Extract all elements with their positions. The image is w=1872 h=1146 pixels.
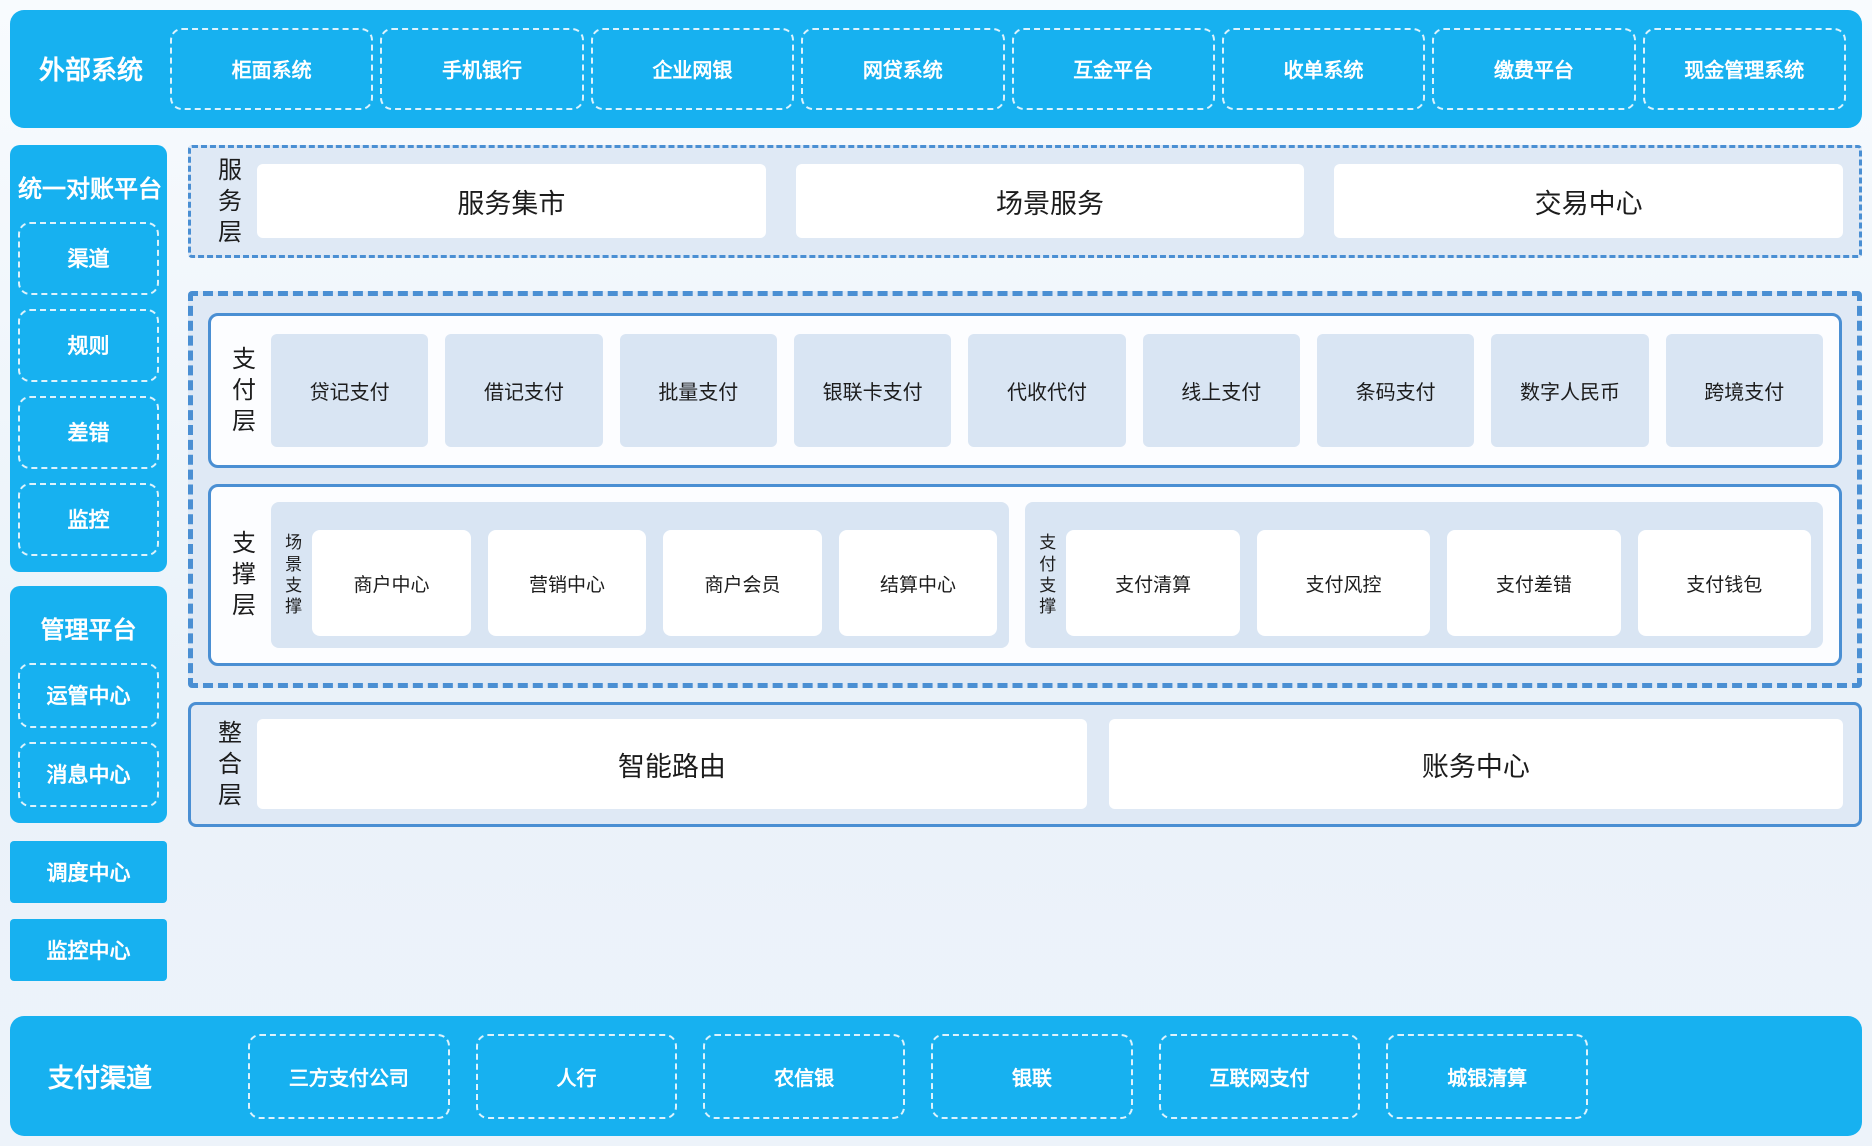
external-systems-title: 外部系统 (38, 55, 143, 86)
service-layer-row: 服务集市 场景服务 交易中心 (257, 164, 1844, 239)
payment-box: 贷记支付 (271, 333, 429, 447)
payment-box: 跨境支付 (1665, 333, 1823, 447)
scene-support-box: 商户会员 (663, 530, 822, 637)
payment-box: 线上支付 (1142, 333, 1300, 447)
payment-box: 批量支付 (619, 333, 777, 447)
scene-support-box: 商户中心 (312, 530, 471, 637)
management-items: 运管中心 消息中心 (18, 662, 159, 807)
payment-box: 借记支付 (445, 333, 603, 447)
integration-box: 账务中心 (1108, 719, 1843, 810)
payment-layer-container: 支付层 贷记支付 借记支付 批量支付 银联卡支付 代收代付 线上支付 条码支付 … (208, 312, 1842, 468)
payment-support-row: 支付清算 支付风控 支付差错 支付钱包 (1066, 513, 1811, 637)
external-system-box: 企业网银 (590, 27, 795, 110)
service-box: 场景服务 (795, 164, 1305, 239)
integration-box: 智能路由 (257, 719, 1087, 810)
payment-box: 银联卡支付 (793, 333, 952, 447)
external-system-box: 现金管理系统 (1642, 27, 1846, 110)
payment-support-box: 支付钱包 (1637, 530, 1811, 637)
management-item-box: 运管中心 (18, 662, 159, 728)
external-system-box: 柜面系统 (170, 27, 374, 110)
management-platform-block: 管理平台 运管中心 消息中心 (10, 585, 167, 823)
reconciliation-item-box: 渠道 (18, 221, 159, 295)
external-system-box: 手机银行 (380, 27, 584, 110)
support-layer-row: 场景支撑 商户中心 营销中心 商户会员 结算中心 支付支撑 支付清算 (271, 501, 1823, 648)
scene-support-label: 场景支撑 (285, 533, 303, 617)
monitor-center-box: 监控中心 (10, 918, 167, 981)
payment-channel-box: 互联网支付 (1158, 1033, 1361, 1119)
payment-layer-row: 贷记支付 借记支付 批量支付 银联卡支付 代收代付 线上支付 条码支付 数字人民… (271, 333, 1823, 447)
reconciliation-items: 渠道 规则 差错 监控 (18, 221, 159, 556)
reconciliation-platform-title: 统一对账平台 (18, 175, 162, 203)
external-systems-bar: 外部系统 柜面系统 手机银行 企业网银 网贷系统 互金平台 收单系统 缴费平台 … (10, 10, 1862, 128)
scene-support-box: 结算中心 (838, 530, 998, 637)
reconciliation-item-box: 规则 (18, 308, 159, 382)
dispatch-center-box: 调度中心 (10, 840, 167, 903)
service-layer-container: 服务层 服务集市 场景服务 交易中心 (188, 144, 1862, 258)
integration-layer-label: 整合层 (218, 719, 242, 809)
payment-support-box: 支付清算 (1066, 530, 1240, 637)
payment-channels-title: 支付渠道 (47, 1062, 152, 1093)
scene-support-row: 商户中心 营销中心 商户会员 结算中心 (312, 513, 998, 637)
integration-layer-container: 整合层 智能路由 账务中心 (188, 701, 1862, 827)
management-item-box: 消息中心 (18, 741, 159, 807)
external-systems-items: 柜面系统 手机银行 企业网银 网贷系统 互金平台 收单系统 缴费平台 现金管理系… (170, 27, 1846, 110)
payment-channels-items: 三方支付公司 人行 农信银 银联 互联网支付 城银清算 (248, 1033, 1589, 1119)
reconciliation-platform-block: 统一对账平台 渠道 规则 差错 监控 (10, 144, 167, 572)
integration-layer-row: 智能路由 账务中心 (257, 719, 1843, 810)
reconciliation-item-box: 监控 (18, 482, 159, 556)
payment-support-group: 支付支撑 支付清算 支付风控 支付差错 支付钱包 (1025, 501, 1823, 648)
payment-layer-label: 支付层 (232, 345, 256, 435)
payment-box: 代收代付 (968, 333, 1126, 447)
payment-channel-box: 农信银 (703, 1033, 906, 1119)
payment-channel-box: 人行 (475, 1033, 678, 1119)
payment-channel-box: 银联 (931, 1033, 1133, 1119)
scene-support-group: 场景支撑 商户中心 营销中心 商户会员 结算中心 (271, 501, 1010, 648)
payment-channels-bar: 支付渠道 三方支付公司 人行 农信银 银联 互联网支付 城银清算 (10, 1016, 1862, 1136)
payment-channel-box: 城银清算 (1386, 1033, 1589, 1119)
reconciliation-item-box: 差错 (18, 395, 159, 469)
external-system-box: 缴费平台 (1432, 27, 1636, 110)
service-box: 交易中心 (1334, 164, 1844, 239)
external-system-box: 网贷系统 (801, 27, 1005, 110)
service-box: 服务集市 (257, 164, 766, 239)
diagram-body: 统一对账平台 渠道 规则 差错 监控 管理平台 运管中心 消息中心 调度中心 监… (10, 144, 1862, 1003)
payment-channel-box: 三方支付公司 (248, 1033, 450, 1119)
payment-support-box: 支付风控 (1256, 530, 1431, 637)
left-column: 统一对账平台 渠道 规则 差错 监控 管理平台 运管中心 消息中心 调度中心 监… (10, 144, 167, 1003)
scene-support-box: 营销中心 (487, 530, 647, 637)
support-layer-label: 支撑层 (232, 530, 256, 620)
management-platform-title: 管理平台 (40, 616, 137, 644)
payment-box: 条码支付 (1316, 333, 1475, 447)
payment-support-label: 支付支撑 (1039, 533, 1057, 617)
main-column: 服务层 服务集市 场景服务 交易中心 支付层 贷记支付 借记支付 批量支付 银联… (188, 144, 1862, 1003)
support-layer-container: 支撑层 场景支撑 商户中心 营销中心 商户会员 结算中心 (208, 483, 1842, 666)
payment-box: 数字人民币 (1491, 333, 1649, 447)
service-layer-label: 服务层 (218, 156, 242, 246)
payment-support-box: 支付差错 (1447, 530, 1621, 637)
payment-support-wrapper: 支付层 贷记支付 借记支付 批量支付 银联卡支付 代收代付 线上支付 条码支付 … (188, 290, 1862, 688)
external-system-box: 收单系统 (1221, 27, 1426, 110)
external-system-box: 互金平台 (1011, 27, 1215, 110)
